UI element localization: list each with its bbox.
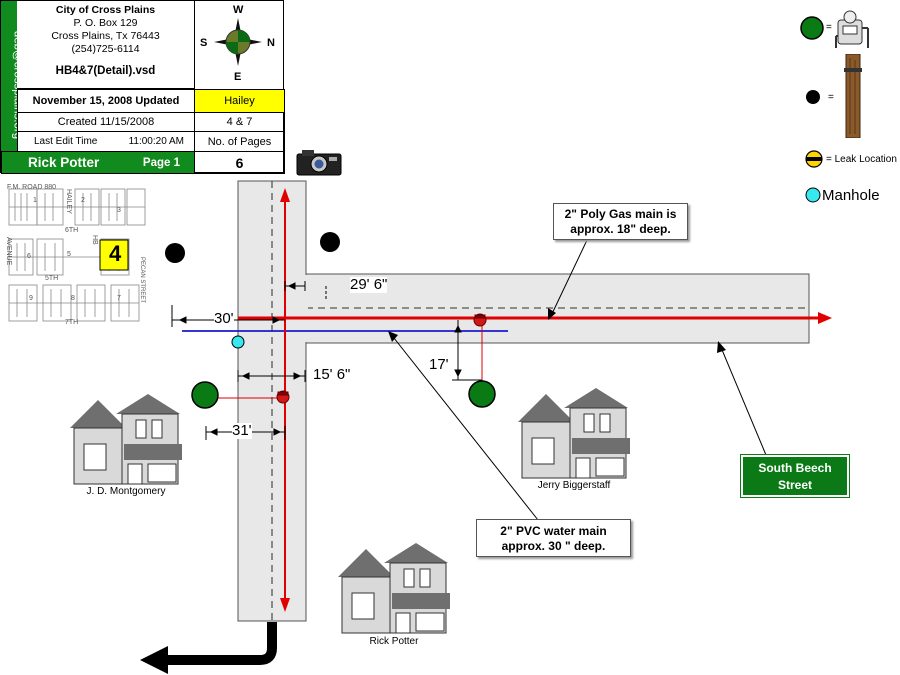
gas-meter-icon [835,10,869,48]
last-edit-label: Last Edit Time [34,136,98,147]
camera-icon[interactable] [296,148,342,181]
key-map-block-number: 4 [109,241,122,266]
last-edit-time: 11:00:20 AM [128,136,184,147]
compass-rose: W E S N [196,0,280,84]
compass-left: S [200,37,208,49]
dim-15-6: 15' 6" [313,366,351,383]
key-map-num-9: 9 [29,295,33,302]
dim-17: 17' [429,356,449,373]
key-map-7th: 7TH [65,319,79,326]
house-label-potter: Rick Potter [369,636,419,647]
key-map-num-3: 3 [117,207,121,214]
key-map-5th: 5TH [45,275,59,282]
water-main-callout: 2" PVC water main approx. 30 " deep. [476,519,631,557]
key-map-num-2: 2 [81,197,85,204]
street-sign-line1: South Beech [758,461,832,475]
house-icon [518,388,630,479]
legend-pole-eq: = [828,92,834,103]
house-icon [70,394,182,485]
legend-manhole-label: Manhole [822,187,880,204]
key-map-num-8: 8 [71,295,75,302]
street-sign-line2: Street [777,478,812,492]
email-strip: deb@crossplains.org [1,1,24,174]
key-map-avenue: AVENUE [5,237,12,266]
house-label-montgomery: J. D. Montgomery [86,486,166,497]
po-box: P. O. Box 129 [73,17,138,29]
legend-leak-label: = Leak Location [826,154,897,165]
key-map-hb: HB [91,235,98,245]
key-map-num-5: 5 [67,251,71,258]
key-map: 4 F.M. ROAD 880 1 2 3 6 5 9 8 7 HAILEY A… [5,184,150,328]
legend-meter-eq: = [826,22,832,33]
key-map-hailey: HAILEY [65,189,72,214]
compass-top: W [233,4,244,16]
dim-29-6: 29' 6" [350,276,388,293]
key-map-num-1: 1 [33,197,37,204]
author-row: Rick Potter Page 1 [1,151,195,174]
house-icon [338,543,450,634]
key-map-num-7: 7 [117,295,121,302]
filename: HB4&7(Detail).vsd [55,65,156,77]
street-sign: South Beech Street [740,454,850,498]
key-map-graphic [8,188,146,322]
gas-main-callout: 2" Poly Gas main is approx. 18" deep. [553,203,688,240]
org-name: City of Cross Plains [55,4,156,16]
utility-pole-icon [844,54,862,138]
compass-bottom: E [234,71,242,83]
dim-30: 30' [214,310,234,327]
key-map-pecan: PECAN STREET [139,257,145,304]
compass-right: N [267,37,275,49]
legend: = = = Leak Location Manhole [800,10,900,214]
key-map-road-label: F.M. ROAD 880 [7,184,57,191]
page-number: Page 1 [142,156,180,169]
key-map-6th: 6TH [65,227,79,234]
city: Cross Plains, Tx 76443 [51,30,160,42]
address-box: City of Cross Plains P. O. Box 129 Cross… [17,1,195,89]
legend-graphic [800,16,824,203]
author-name: Rick Potter [28,155,100,170]
house-label-biggerstaff: Jerry Biggerstaff [537,480,611,491]
key-map-num-6: 6 [27,253,31,260]
compass-icon [214,18,262,66]
pages-count: 6 [194,151,285,174]
dim-31: 31' [232,422,252,439]
phone: (254)725-6114 [71,43,140,55]
